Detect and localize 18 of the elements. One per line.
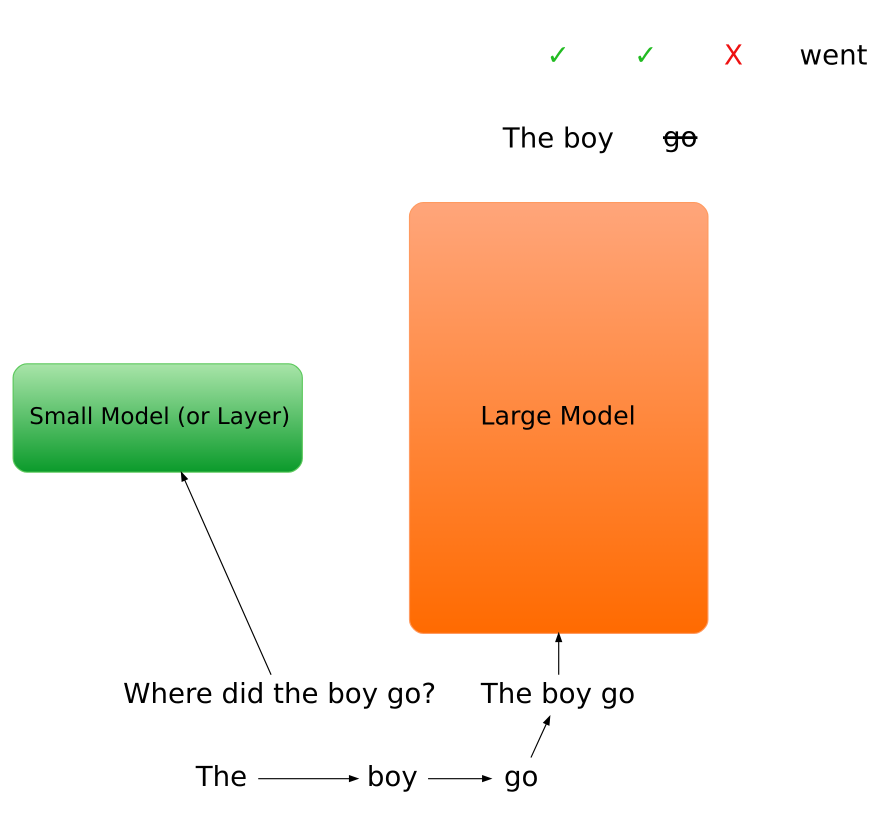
label: go — [662, 120, 698, 153]
arrow — [180, 470, 272, 674]
arrow — [555, 631, 562, 674]
node-text: boy — [366, 759, 418, 792]
node-text: Where did the boy go? — [123, 676, 436, 710]
label: X — [724, 38, 743, 71]
label: ✓ — [546, 38, 570, 71]
label: The boy — [502, 120, 614, 154]
arrow — [530, 714, 550, 758]
label: went — [800, 38, 868, 71]
node-text: The boy go — [480, 676, 636, 710]
label: ✓ — [634, 38, 658, 71]
node-text: go — [504, 759, 538, 792]
node-box: Small Model (or Layer) — [12, 362, 303, 472]
node-text: The — [196, 759, 248, 792]
arrow — [428, 774, 492, 782]
arrow — [258, 774, 360, 782]
node-box: Large Model — [408, 201, 708, 634]
